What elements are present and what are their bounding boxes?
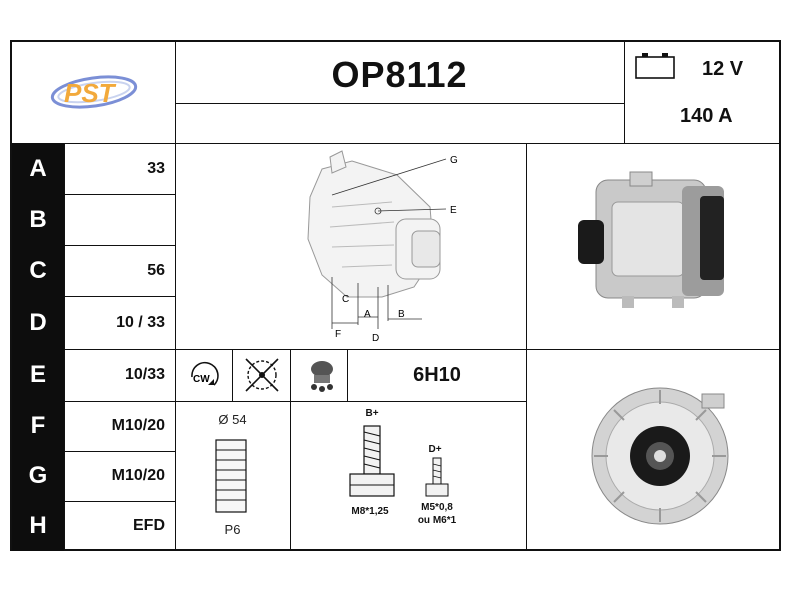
pulley-icon [208, 436, 258, 516]
divider [624, 42, 625, 143]
row-label-g: G [12, 451, 64, 501]
row-value-c: 56 [147, 261, 165, 279]
label-f: F [335, 329, 341, 340]
cw-label: CW [193, 374, 210, 385]
voltage: 12 V [702, 58, 744, 80]
fan-crossed-icon [240, 355, 284, 395]
divider [175, 401, 526, 402]
divider [64, 349, 175, 350]
regulator-code: 6H10 [413, 363, 461, 386]
part-number: OP8112 [331, 54, 468, 95]
cw-rotation-icon: CW [184, 355, 226, 395]
dplus-thread: M5*0,8 [421, 502, 453, 513]
divider [64, 401, 175, 402]
row-label-f: F [12, 401, 64, 451]
bplus-terminal-icon [342, 422, 402, 506]
dplus-thread-alt: ou M6*1 [417, 515, 457, 526]
row-label-b: B [12, 194, 64, 245]
pulley-diameter: Ø 54 [218, 412, 247, 427]
row-label-h: H [12, 501, 64, 551]
brand-logo: PST [42, 62, 152, 122]
logo-text: PST [64, 78, 117, 108]
bplus-label: B+ [365, 408, 379, 419]
pulley-grooves: P6 [224, 522, 241, 537]
divider [290, 349, 291, 551]
row-value-d: 10 / 33 [116, 313, 165, 331]
alternator-diagram: G E C A B F D [182, 147, 522, 347]
label-a: A [364, 309, 371, 320]
divider [64, 245, 175, 246]
divider [175, 42, 176, 551]
bplus-thread: M8*1,25 [351, 506, 389, 517]
divider [64, 501, 175, 502]
row-label-a: A [12, 143, 64, 194]
row-value-f: M10/20 [111, 417, 165, 434]
divider [64, 194, 175, 195]
battery-icon [634, 50, 678, 80]
divider [12, 143, 781, 144]
divider [175, 349, 781, 350]
alternator-photo-front [582, 364, 742, 544]
divider [64, 296, 175, 297]
row-label-e: E [12, 349, 64, 401]
label-d: D [372, 333, 379, 344]
row-value-a: 33 [147, 159, 165, 177]
divider [347, 349, 348, 401]
divider [64, 451, 175, 452]
dplus-terminal-icon [422, 456, 452, 500]
label-c: C [342, 294, 349, 305]
label-b: B [398, 309, 405, 320]
row-label-d: D [12, 296, 64, 349]
amperage: 140 A [680, 105, 733, 127]
dplus-label: D+ [428, 444, 442, 455]
divider [64, 143, 65, 551]
divider [175, 103, 624, 104]
row-value-b [65, 194, 175, 245]
row-value-e: 10/33 [124, 366, 165, 383]
row-value-g: M10/20 [111, 467, 165, 484]
divider [526, 143, 527, 551]
divider [232, 349, 233, 401]
label-g: G [450, 155, 458, 166]
label-e: E [450, 205, 457, 216]
regulator-icon [302, 355, 342, 395]
row-label-c: C [12, 245, 64, 296]
alternator-photo-side [572, 162, 742, 322]
row-value-h: EFD [133, 517, 165, 534]
